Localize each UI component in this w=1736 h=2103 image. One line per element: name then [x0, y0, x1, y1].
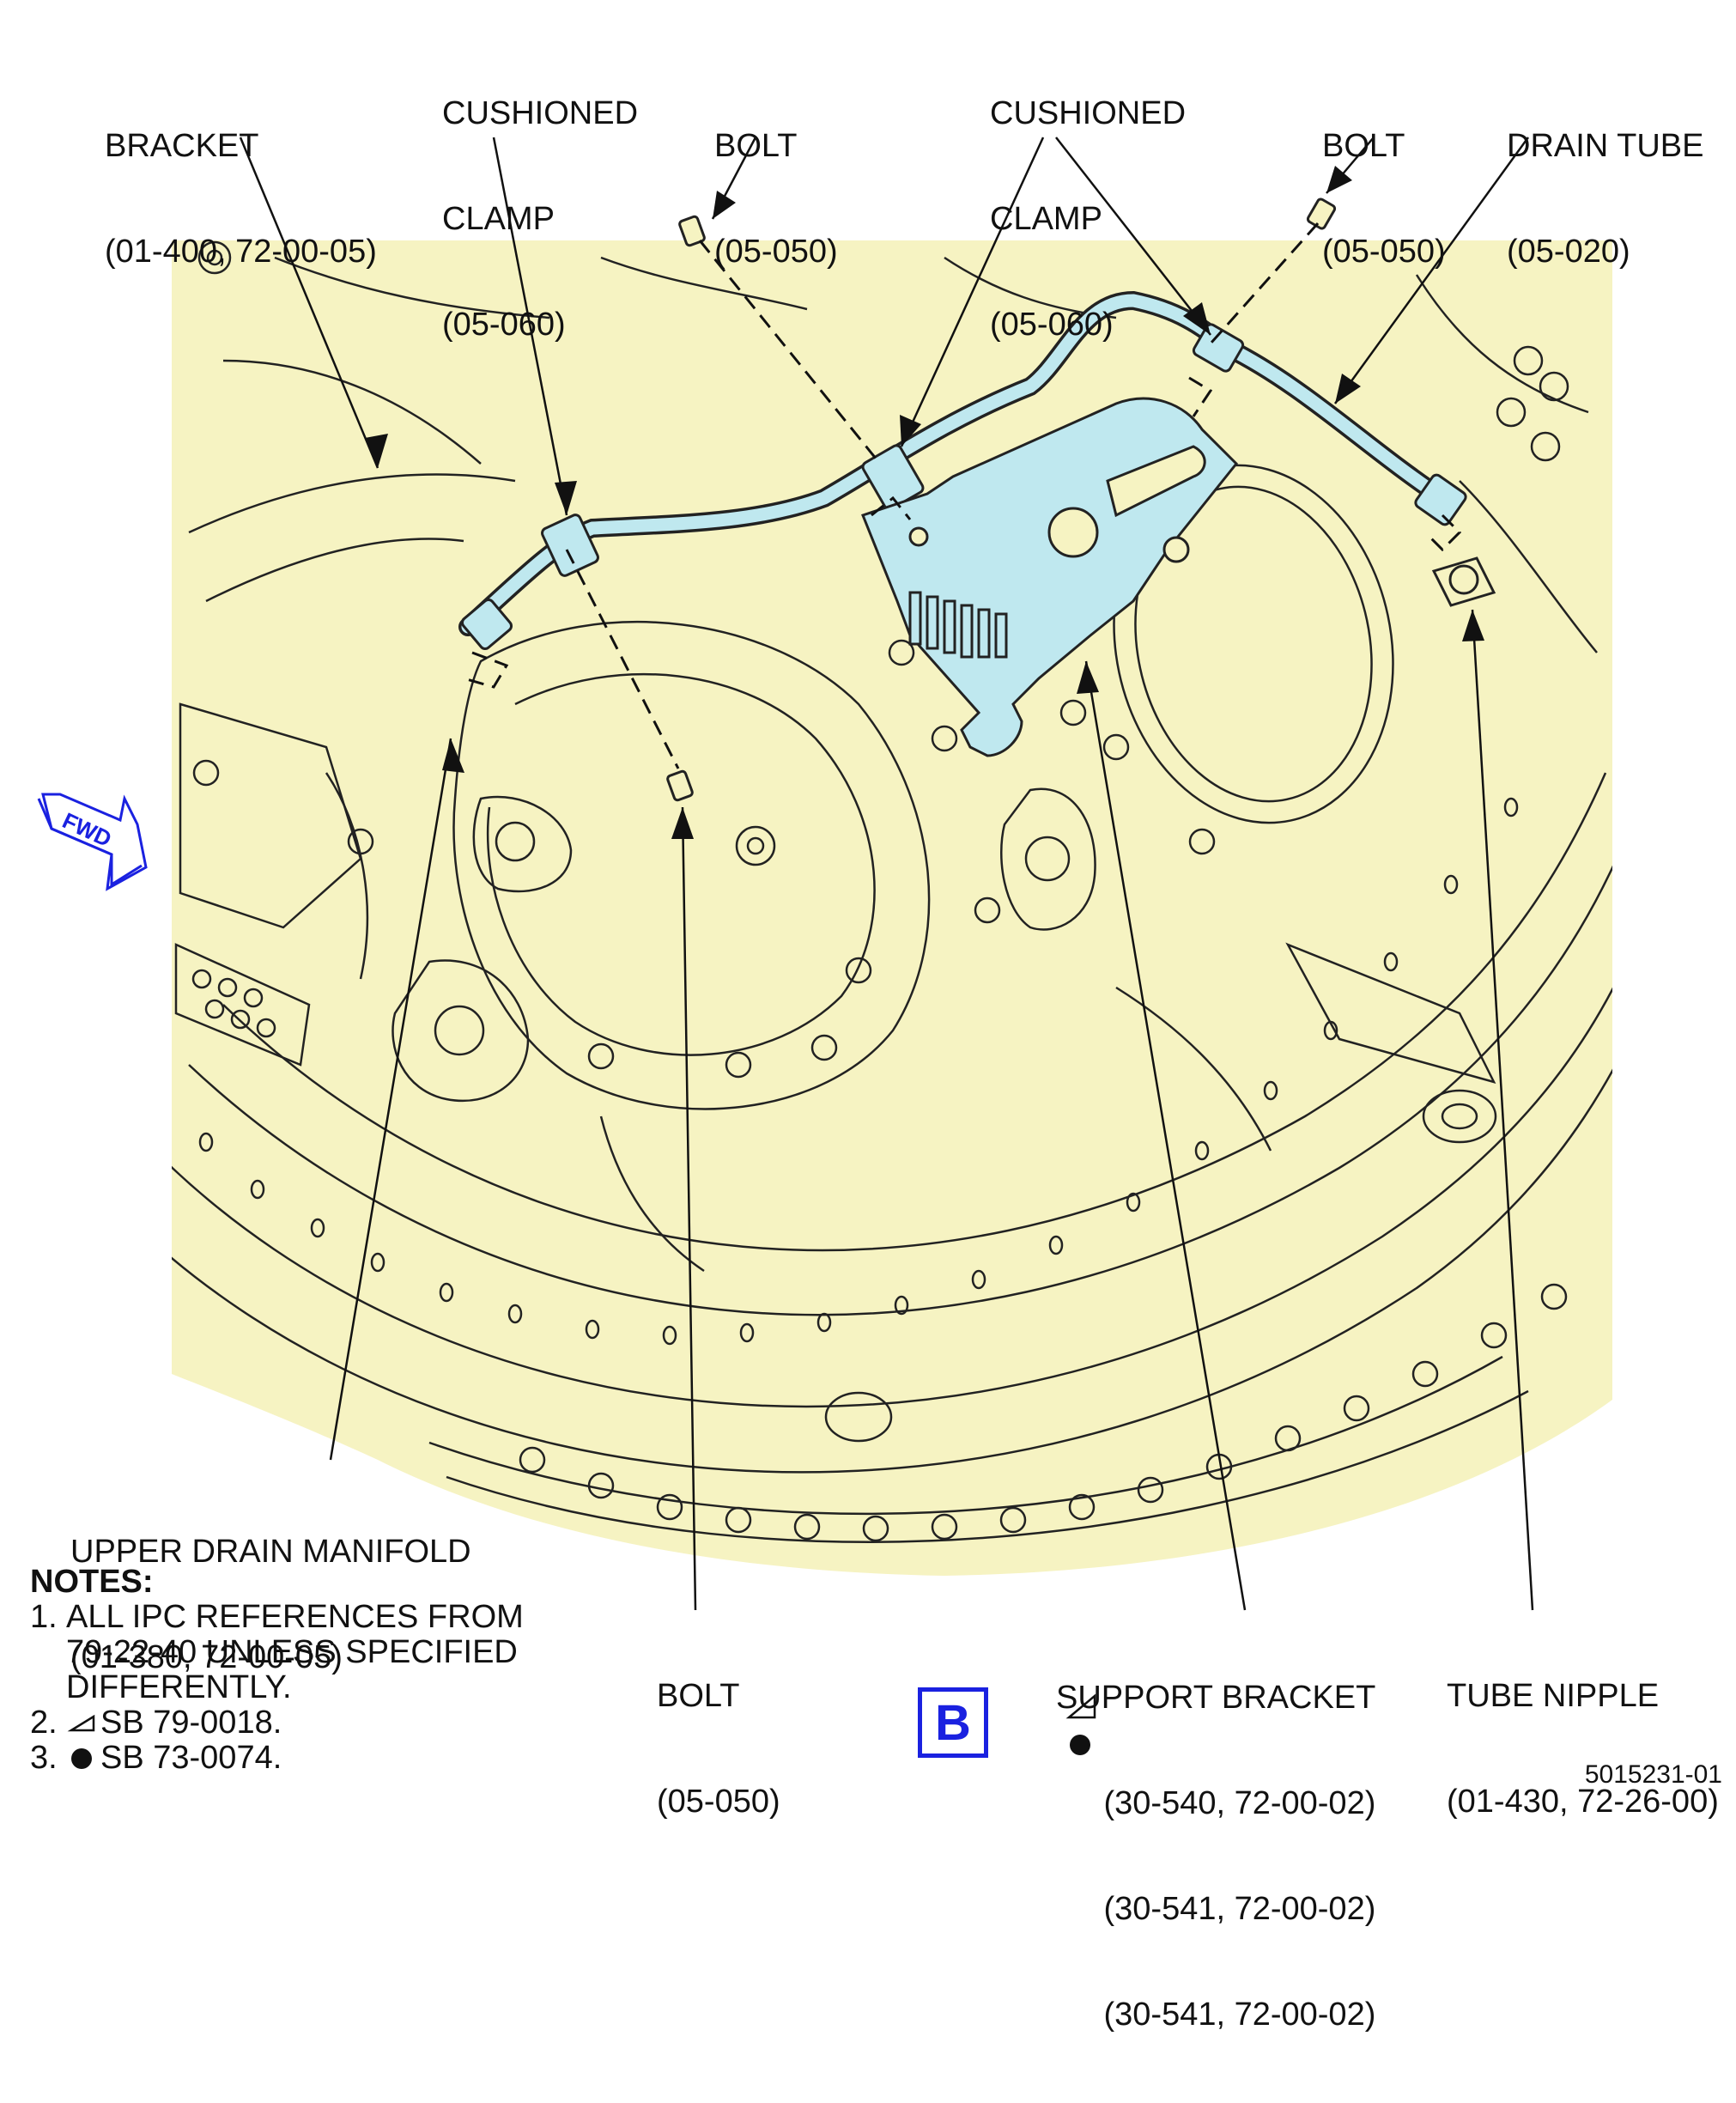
sb-triangle-symbol-bracket	[1065, 1693, 1096, 1719]
note-1: 1. ALL IPC REFERENCES FROM	[30, 1600, 524, 1635]
background-area	[172, 240, 1612, 1576]
drain-tube-highlight	[458, 290, 1467, 651]
label-bracket: BRACKET (01-400, 72-00-05)	[105, 58, 377, 340]
view-callout-b: B	[918, 1687, 988, 1758]
ring-holes	[198, 797, 1519, 1346]
note-2-number: 2.	[30, 1705, 58, 1741]
clamp-left-line2: CLAMP	[442, 201, 555, 237]
label-upper-drain-manifold: UPPER DRAIN MANIFOLD (01-380, 72-00-05)	[70, 1464, 471, 1746]
note-3-text: SB 73-0074.	[100, 1740, 282, 1776]
label-drain-tube: DRAIN TUBE (05-020)	[1507, 58, 1703, 340]
bolt-bottom-title: BOLT	[657, 1678, 740, 1714]
manifold-title: UPPER DRAIN MANIFOLD	[70, 1534, 471, 1570]
label-bolt-top-left: BOLT (05-050)	[714, 58, 838, 340]
clamp-right-ref: (05-060)	[990, 307, 1114, 343]
note-2-text: SB 79-0018.	[100, 1705, 282, 1741]
label-tube-nipple: TUBE NIPPLE (01-430, 72-26-00)	[1447, 1608, 1719, 1890]
support-bracket-ref-3: (30-541, 72-00-02)	[1103, 1997, 1376, 2033]
note-3: 3. SB 73-0074.	[30, 1741, 524, 1776]
tube-nipple	[1431, 556, 1496, 607]
bolt-shapes	[666, 198, 1337, 802]
install-dashes	[463, 222, 1462, 769]
support-bracket-ref-2: (30-541, 72-00-02)	[1103, 1891, 1376, 1927]
support-bracket-highlight	[861, 397, 1239, 757]
note-1-cont-a: 79-22-40 UNLESS SPECIFIED	[30, 1635, 524, 1670]
drain-tube-ref: (05-020)	[1507, 234, 1630, 270]
clamp-left-line1: CUSHIONED	[442, 95, 639, 131]
arrowheads	[365, 166, 1484, 839]
label-cushioned-clamp-left: CUSHIONED CLAMP (05-060)	[442, 26, 638, 413]
figure-number: 5015231-01	[1584, 1760, 1722, 1789]
drain-tube-title: DRAIN TUBE	[1507, 128, 1704, 164]
clamp-right-line2: CLAMP	[990, 201, 1102, 237]
filled-dot-icon	[71, 1747, 92, 1769]
support-bracket-ref-1: (30-540, 72-00-02)	[1103, 1785, 1376, 1821]
note-1-line-1: ALL IPC REFERENCES FROM	[66, 1599, 524, 1635]
manifold-ref: (01-380, 72-00-05)	[70, 1639, 343, 1675]
bolt-bottom-ref: (05-050)	[657, 1784, 780, 1820]
label-support-bracket: SUPPORT BRACKET (30-540, 72-00-02) (30-5…	[1056, 1610, 1375, 2103]
bolt-top-right-ref: (05-050)	[1322, 234, 1446, 270]
bolt-top-left-title: BOLT	[714, 128, 798, 164]
bolt-top-left-ref: (05-050)	[714, 234, 838, 270]
note-3-number: 3.	[30, 1740, 58, 1776]
tube-nipple-title: TUBE NIPPLE	[1447, 1678, 1660, 1714]
fwd-arrow: FWD	[37, 793, 148, 891]
clamp-left-ref: (05-060)	[442, 307, 566, 343]
diagram-stage: FWD BRACKET (01-400, 72-00-05) CUSHIONED…	[30, 26, 1722, 2033]
lower-fasteners	[519, 1283, 1568, 1542]
engine-drawing: FWD	[37, 137, 1612, 1755]
note-2: 2. SB 79-0018.	[30, 1705, 524, 1741]
label-cushioned-clamp-right: CUSHIONED CLAMP (05-060)	[990, 26, 1186, 413]
bracket-title: BRACKET	[105, 128, 259, 164]
tube-nipple-ref: (01-430, 72-26-00)	[1447, 1784, 1719, 1820]
bolt-top-right-title: BOLT	[1322, 128, 1405, 164]
support-bracket-title: SUPPORT BRACKET	[1056, 1680, 1376, 1716]
note-1-number: 1.	[30, 1599, 58, 1635]
leader-lines	[239, 137, 1534, 1611]
clamp-right-line1: CUSHIONED	[990, 95, 1187, 131]
triangle-flag-icon	[67, 1714, 95, 1731]
label-bolt-bottom: BOLT (05-050)	[657, 1608, 780, 1890]
notes-title: NOTES:	[30, 1564, 154, 1600]
engine-linework	[172, 240, 1612, 1543]
note-1-line-2: 79-22-40 UNLESS SPECIFIED	[66, 1634, 518, 1670]
sb-dot-symbol-bracket	[1070, 1735, 1090, 1755]
label-bolt-top-right: BOLT (05-050)	[1322, 58, 1446, 340]
notes-block: NOTES: 1. ALL IPC REFERENCES FROM 79-22-…	[30, 1565, 524, 1776]
note-1-line-3: DIFFERENTLY.	[66, 1669, 292, 1705]
bracket-ref: (01-400, 72-00-05)	[105, 234, 377, 270]
note-1-cont-b: DIFFERENTLY.	[30, 1670, 524, 1705]
